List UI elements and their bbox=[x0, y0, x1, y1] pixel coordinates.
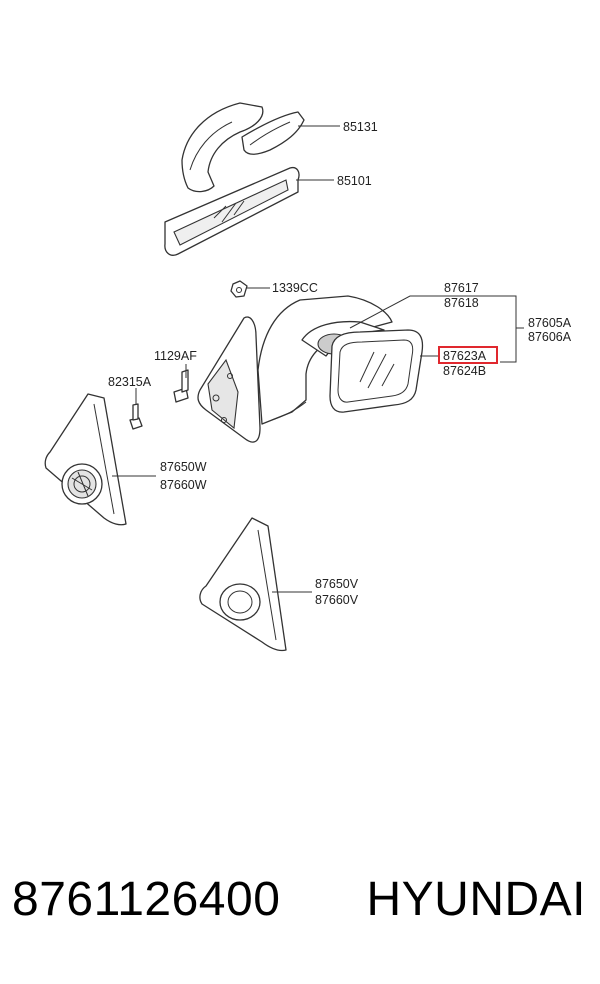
brand-name: HYUNDAI bbox=[366, 873, 586, 926]
highlight-box bbox=[438, 346, 498, 364]
label-82315a: 82315A bbox=[108, 375, 152, 389]
mirror-cover-85131 bbox=[181, 102, 305, 193]
label-87623a: 87623A bbox=[443, 349, 487, 363]
corner-trim-87650v bbox=[199, 517, 287, 652]
label-87617: 87617 bbox=[444, 281, 479, 295]
label-1339cc: 1339CC bbox=[272, 281, 318, 295]
label-1129af: 1129AF bbox=[154, 349, 197, 363]
label-85131: 85131 bbox=[343, 120, 378, 134]
label-85101: 85101 bbox=[337, 174, 372, 188]
footer: 8761126400 HYUNDAI bbox=[0, 872, 600, 952]
inside-mirror-85101 bbox=[164, 166, 300, 256]
label-87660v: 87660V bbox=[315, 593, 359, 607]
parts-diagram: 85131 85101 1339CC 87617 87618 87605A 87… bbox=[44, 102, 572, 652]
mirror-glass bbox=[329, 329, 424, 413]
label-87606a: 87606A bbox=[528, 330, 572, 344]
corner-trim-87650w bbox=[44, 393, 127, 526]
label-87650w: 87650W bbox=[160, 460, 207, 474]
label-87650v: 87650V bbox=[315, 577, 359, 591]
outside-mirror-housing bbox=[197, 295, 393, 443]
part-number: 8761126400 bbox=[12, 873, 281, 926]
label-87660w: 87660W bbox=[160, 478, 207, 492]
label-87605a: 87605A bbox=[528, 316, 572, 330]
clip-1339cc bbox=[230, 280, 248, 298]
label-87624b: 87624B bbox=[443, 364, 486, 378]
screw-82315a bbox=[129, 403, 143, 430]
label-87618: 87618 bbox=[444, 296, 479, 310]
leader-lines bbox=[112, 125, 524, 593]
bolt-1129af bbox=[173, 369, 189, 403]
